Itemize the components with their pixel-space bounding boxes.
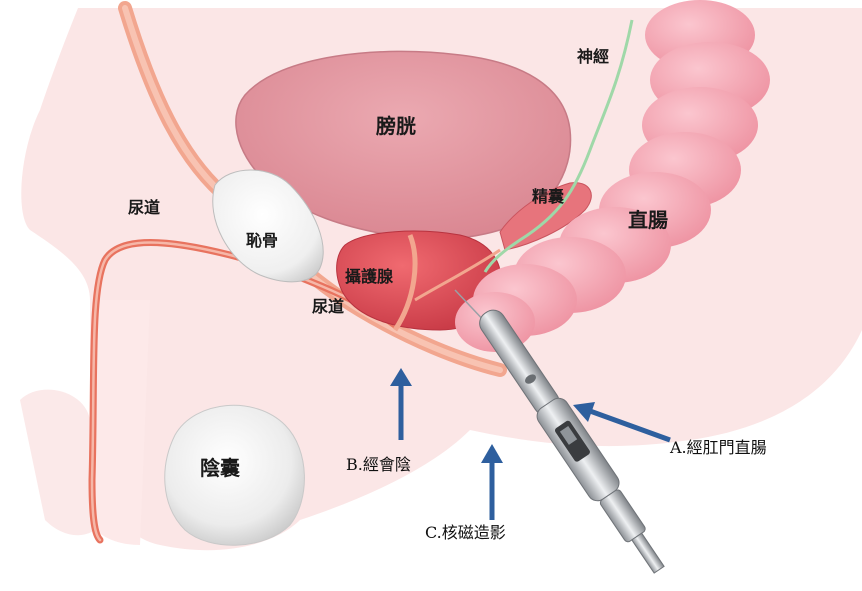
label-rectum: 直腸 <box>628 208 668 232</box>
label-approach-c: C.核磁造影 <box>425 523 506 542</box>
arrow-up-icon <box>481 444 503 520</box>
label-prostate: 攝護腺 <box>345 267 394 286</box>
pubic-bone <box>212 169 324 283</box>
label-bladder: 膀胱 <box>375 114 416 138</box>
seminal-vesicle <box>499 182 592 251</box>
label-urethra-upper: 尿道 <box>128 198 160 217</box>
label-seminal-vesicle: 精囊 <box>532 187 565 206</box>
label-pubic-bone: 恥骨 <box>246 231 278 250</box>
label-approach-a: A.經肛門直腸 <box>669 438 767 457</box>
nerve <box>483 19 634 273</box>
label-nerve: 神經 <box>577 47 609 66</box>
arrow-up-icon <box>390 368 412 440</box>
ultrasound-probe-icon <box>479 309 665 574</box>
label-approach-b: B.經會陰 <box>346 455 411 474</box>
arrow-left-icon <box>573 402 671 443</box>
label-urethra-lower: 尿道 <box>312 297 344 316</box>
scrotum <box>164 404 305 546</box>
label-scrotum: 陰囊 <box>200 456 240 480</box>
